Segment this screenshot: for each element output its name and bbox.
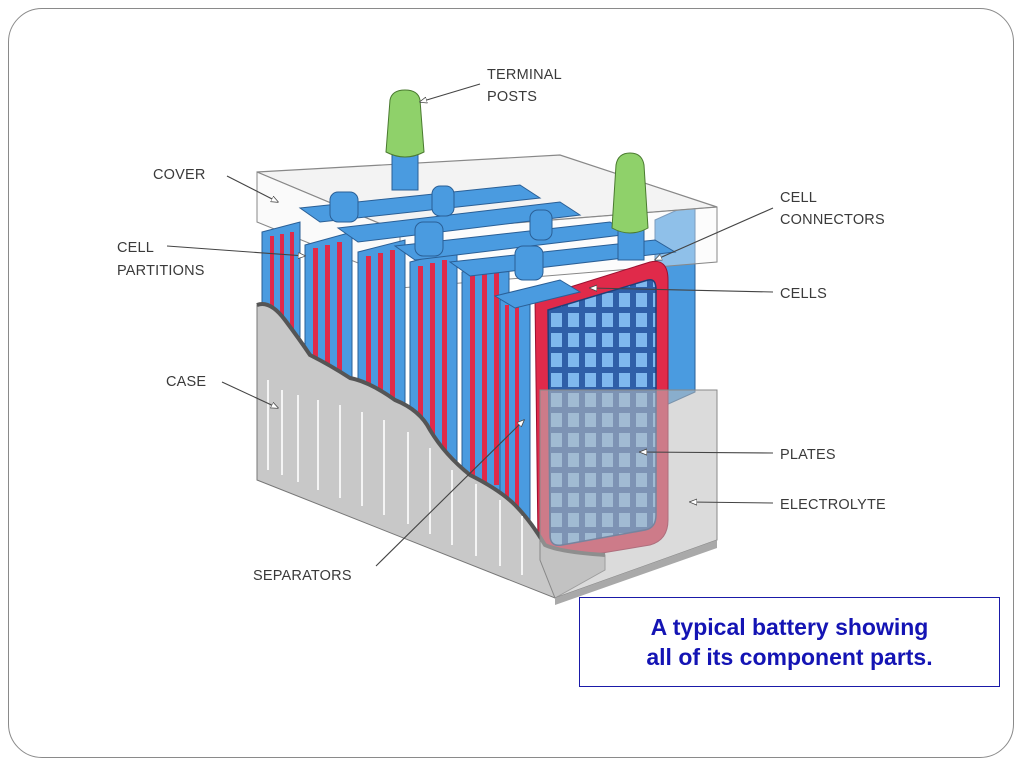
label-electrolyte: ELECTROLYTE [780, 497, 886, 513]
label-cells: CELLS [780, 286, 827, 302]
label-plates: PLATES [780, 447, 836, 463]
labels: TERMINAL POSTS COVER CELL PARTITIONS CEL… [117, 67, 886, 584]
leader-terminal-posts [420, 83, 481, 102]
leader-cell-connectors [655, 207, 774, 260]
label-terminal-posts-line1: TERMINAL [487, 67, 562, 83]
caption-line-2: all of its component parts. [646, 644, 933, 670]
case [256, 302, 718, 605]
label-cell-partitions-line2: PARTITIONS [117, 263, 205, 279]
caption-line-1: A typical battery showing [650, 614, 929, 640]
leader-cell-partitions [166, 245, 305, 256]
leader-separators [375, 420, 524, 567]
leader-case [221, 381, 278, 408]
terminal-post-right [611, 152, 649, 261]
label-cell-partitions-line1: CELL [117, 240, 154, 256]
caption-box: A typical battery showing all of its com… [579, 597, 1000, 687]
terminal-post-left [385, 89, 425, 191]
leader-electrolyte [690, 502, 774, 503]
label-terminal-posts-line2: POSTS [487, 89, 537, 105]
label-cover: COVER [153, 167, 206, 183]
label-separators: SEPARATORS [253, 568, 352, 584]
label-case: CASE [166, 374, 206, 390]
label-cell-connectors-line2: CONNECTORS [780, 212, 885, 228]
battery-illustration [256, 89, 718, 605]
leader-cover [226, 175, 278, 202]
leader-lines [166, 83, 774, 567]
leader-cells [590, 288, 774, 293]
leader-plates [640, 452, 774, 453]
label-cell-connectors-line1: CELL [780, 190, 817, 206]
